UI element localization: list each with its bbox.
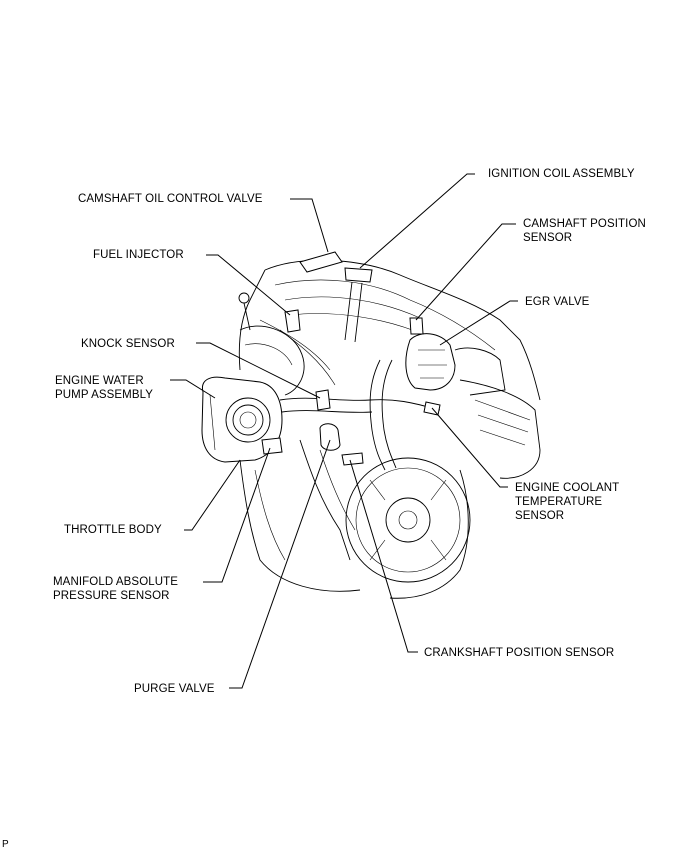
label-egr-valve: EGR VALVE <box>525 296 590 308</box>
leader-camshaft-pos <box>415 223 516 321</box>
leader-ignition-coil <box>359 173 475 269</box>
label-manifold-absolute-pressure-sensor: MANIFOLD ABSOLUTE PRESSURE SENSOR <box>53 576 179 602</box>
corner-mark: P <box>2 839 9 850</box>
leader-fuel-injector <box>206 254 291 316</box>
leader-water-pump <box>170 379 216 399</box>
label-throttle-body: THROTTLE BODY <box>64 524 162 536</box>
label-camshaft-oil-control-valve: CAMSHAFT OIL CONTROL VALVE <box>78 193 263 205</box>
leader-map-sensor <box>203 447 271 583</box>
leader-knock-sensor <box>196 342 321 399</box>
label-camshaft-position-sensor: CAMSHAFT POSITION SENSOR <box>523 218 646 244</box>
label-fuel-injector: FUEL INJECTOR <box>93 249 184 261</box>
label-knock-sensor: KNOCK SENSOR <box>81 338 175 350</box>
leader-lines <box>170 173 518 689</box>
leader-camshaft-ocv <box>290 198 329 253</box>
label-engine-coolant-temp-sensor: ENGINE COOLANT TEMPERATURE SENSOR <box>515 482 620 522</box>
leader-crankshaft-pos <box>349 459 418 653</box>
leader-throttle-body <box>184 459 241 531</box>
label-ignition-coil: IGNITION COIL ASSEMBLY <box>488 168 635 180</box>
leader-egr-valve <box>439 300 518 346</box>
engine-illustration <box>201 251 541 599</box>
label-engine-water-pump: ENGINE WATER PUMP ASSEMBLY <box>55 375 154 401</box>
leader-purge-valve <box>229 439 331 689</box>
label-purge-valve: PURGE VALVE <box>134 683 215 695</box>
label-crankshaft-position-sensor: CRANKSHAFT POSITION SENSOR <box>424 647 615 659</box>
leader-coolant-temp <box>431 407 508 488</box>
